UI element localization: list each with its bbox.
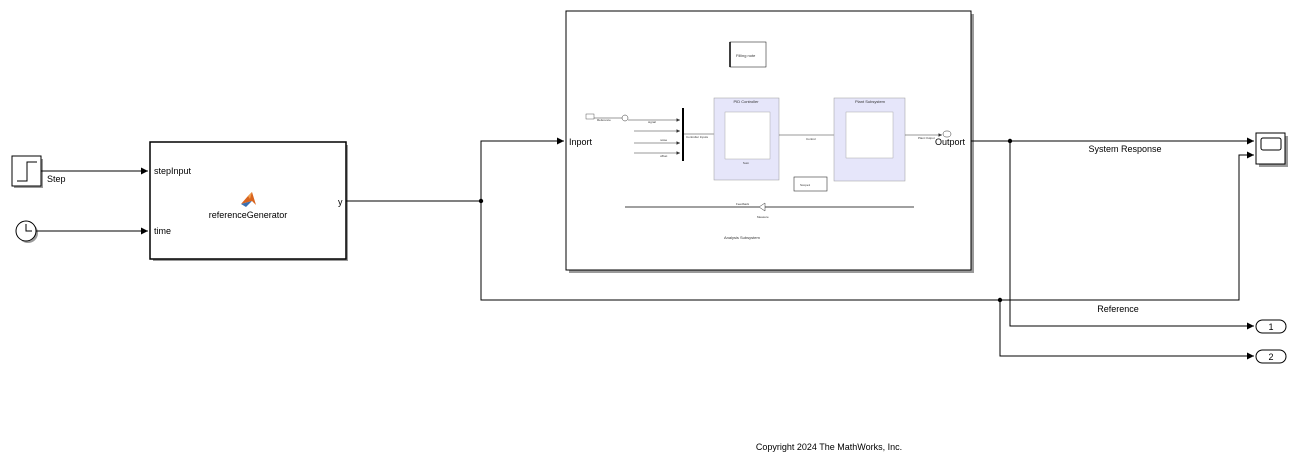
branch-point <box>1007 138 1013 144</box>
inner-input-label-signal: signal <box>648 120 656 124</box>
subsystem-inner-content: Filling note Reference signal noise offs… <box>585 41 952 240</box>
signal-label-reference: Reference <box>1097 304 1139 314</box>
port-label-y: y <box>338 197 343 207</box>
step-label: Step <box>47 174 66 184</box>
inner-pid-caption: Sum <box>743 161 750 165</box>
step-block[interactable] <box>11 155 43 188</box>
port-label-stepinput: stepInput <box>154 166 192 176</box>
outport-1-number: 1 <box>1268 322 1273 332</box>
scope-block[interactable] <box>1255 132 1288 167</box>
outport-2-block[interactable]: 2 <box>1255 349 1287 364</box>
port-label-inport: Inport <box>569 137 593 147</box>
clock-block[interactable] <box>15 220 38 243</box>
clock-icon <box>25 224 32 232</box>
port-label-outport: Outport <box>935 137 966 147</box>
inner-scope-label: Scope1 <box>800 183 811 187</box>
inner-mux-label: Controller Inputs <box>686 135 709 139</box>
port-label-time: time <box>154 226 171 236</box>
branch-point <box>997 297 1003 303</box>
branch-point <box>478 198 484 204</box>
outport-1-block[interactable]: 1 <box>1255 319 1287 334</box>
outport-2-number: 2 <box>1268 352 1273 362</box>
inner-plant-output-label: Plant Output <box>918 136 935 140</box>
inner-input-label-offset: offset <box>660 154 667 158</box>
reference-generator-block[interactable]: referenceGenerator stepInput time y <box>149 141 348 261</box>
signal-lines <box>36 137 1254 360</box>
reference-generator-name: referenceGenerator <box>209 210 288 220</box>
inner-pid-title: PID Controller <box>733 99 759 104</box>
scope-screen-icon <box>1260 137 1282 151</box>
inner-input-label-noise: noise <box>660 138 668 142</box>
signal-to-subsystem[interactable] <box>480 137 564 201</box>
inner-plant-title: Plant Subsystem <box>855 99 886 104</box>
step-icon <box>17 161 37 182</box>
matlab-logo-icon <box>241 192 256 207</box>
controller-subsystem-block[interactable]: Inport Outport Filling note Reference si… <box>565 10 974 273</box>
copyright-notice: Copyright 2024 The MathWorks, Inc. <box>756 442 902 452</box>
inner-control-label: Control <box>806 137 816 141</box>
inner-bottom-note: Analysis Subsystem <box>724 235 760 240</box>
signal-reference-branch[interactable] <box>480 151 1254 301</box>
signal-label-system-response: System Response <box>1088 144 1161 154</box>
inner-note-label: Filling note <box>736 53 756 58</box>
inner-feedback-label: Feedback <box>736 202 750 206</box>
inner-feedback-caption: Measure <box>757 215 769 219</box>
signal-response-to-outport-1[interactable] <box>1009 141 1254 330</box>
inner-input-label-reference: Reference <box>597 118 611 122</box>
signal-reference-to-outport-2[interactable] <box>999 300 1254 360</box>
